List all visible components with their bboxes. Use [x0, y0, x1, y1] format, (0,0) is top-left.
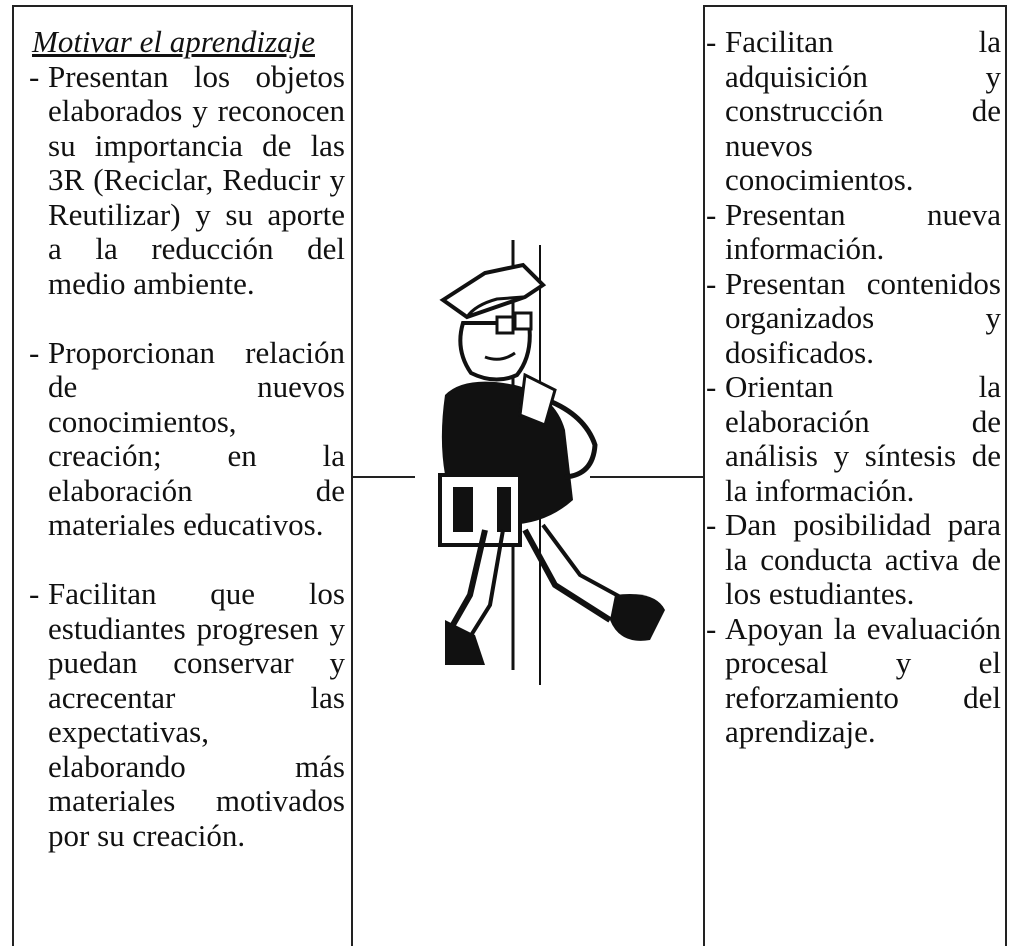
bullet-dash: -: [29, 334, 40, 370]
bullet-dash: -: [706, 507, 717, 542]
right-panel-item-text: Dan posibilidad para la conducta activa …: [725, 507, 1001, 611]
connector-line-left: [353, 476, 415, 478]
connector-line-right: [590, 476, 703, 478]
bullet-dash: -: [706, 369, 717, 404]
right-panel-text: - Facilitan la adquisición y construcció…: [706, 24, 1001, 750]
left-panel-item: - Presentan los objetos elaborados y rec…: [29, 58, 345, 302]
right-panel-item-text: Orientan la elaboración de análisis y sí…: [725, 369, 1001, 508]
left-panel-item-text: Presentan los objetos elaborados y recon…: [48, 58, 345, 301]
left-panel-box: [12, 5, 353, 946]
right-panel-item: - Presentan nueva información.: [706, 196, 1001, 267]
left-panel-item: - Proporcionan relación de nuevos conoci…: [29, 334, 345, 543]
bullet-dash: -: [29, 58, 40, 94]
right-panel-item-text: Presentan nueva información.: [725, 196, 1001, 266]
left-panel-item: - Facilitan que los estudiantes progrese…: [29, 576, 345, 853]
left-panel-item-text: Proporcionan relación de nuevos conocimi…: [48, 334, 345, 542]
bullet-dash: -: [706, 610, 717, 646]
right-panel-item-text: Facilitan la adquisición y construcción …: [725, 24, 1001, 197]
left-panel-text: Motivar el aprendizaje - Presentan los o…: [29, 24, 345, 853]
walking-student-clipart-icon: [438, 240, 665, 685]
right-panel-item: - Presentan contenidos organizados y dos…: [706, 265, 1001, 371]
bullet-dash: -: [706, 24, 717, 59]
bullet-dash: -: [706, 265, 717, 301]
right-panel-item: - Orientan la elaboración de análisis y …: [706, 369, 1001, 508]
right-panel-item-text: Apoyan la evaluación procesal y el refor…: [725, 610, 1001, 749]
bullet-dash: -: [706, 196, 717, 232]
right-panel-item: - Dan posibilidad para la conducta activ…: [706, 507, 1001, 612]
right-panel-item: - Apoyan la evaluación procesal y el ref…: [706, 610, 1001, 750]
right-panel-box: [703, 5, 1007, 946]
right-panel-item-text: Presentan contenidos organizados y dosif…: [725, 265, 1001, 370]
right-panel-item: - Facilitan la adquisición y construcció…: [706, 24, 1001, 198]
left-panel-item-text: Facilitan que los estudiantes progresen …: [48, 576, 345, 853]
left-panel-title: Motivar el aprendizaje: [32, 24, 315, 59]
bullet-dash: -: [29, 576, 40, 611]
